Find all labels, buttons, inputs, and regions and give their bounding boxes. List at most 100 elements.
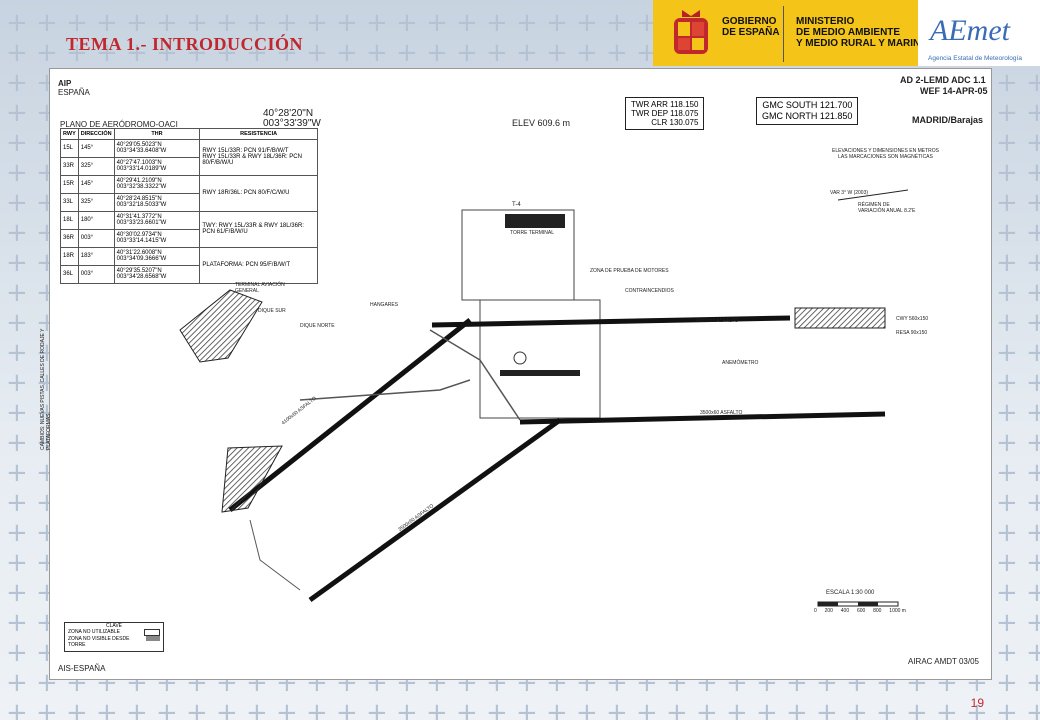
windsock-icon: [513, 351, 527, 365]
scale-tick-2: 400: [840, 608, 850, 614]
plus-decoration: +: [6, 458, 28, 488]
wef-date: WEF 14-APR-05: [920, 86, 988, 96]
rwy-36l-surface: 4350x60 ASFALTO: [696, 318, 739, 324]
plus-decoration: +: [1026, 368, 1040, 398]
plus-decoration: +: [6, 578, 28, 608]
plus-decoration: +: [456, 38, 478, 68]
plus-decoration: +: [996, 668, 1018, 698]
plus-decoration: +: [6, 518, 28, 548]
gmc-south: GMC SOUTH 121.700: [762, 100, 853, 110]
plus-decoration: +: [1026, 68, 1040, 98]
plus-decoration: +: [216, 8, 238, 38]
plus-decoration: +: [636, 698, 658, 720]
plus-decoration: +: [336, 38, 358, 68]
plus-decoration: +: [126, 698, 148, 720]
plus-decoration: +: [186, 698, 208, 720]
gmc-north: GMC NORTH 121.850: [762, 111, 853, 121]
north-pier-label: DIQUE NORTE: [300, 323, 335, 329]
plus-decoration: +: [6, 38, 28, 68]
engine-test-label: ZONA DE PRUEBA DE MOTORES: [590, 268, 669, 274]
plus-decoration: +: [246, 698, 268, 720]
twr-dep: TWR DEP 118.075: [631, 109, 699, 118]
plus-decoration: +: [1026, 188, 1040, 218]
plus-decoration: +: [996, 578, 1018, 608]
anemometer-label: ANEMÓMETRO: [722, 360, 759, 366]
terminal-building: [500, 370, 580, 376]
plus-decoration: +: [1026, 218, 1040, 248]
resistance-cell: RWY 18R/36L: PCN 80/F/C/W/U: [199, 174, 318, 212]
plus-decoration: +: [1026, 608, 1040, 638]
divider: [783, 6, 784, 62]
plus-decoration: +: [1026, 638, 1040, 668]
plus-decoration: +: [1026, 278, 1040, 308]
plus-decoration: +: [246, 38, 268, 68]
plus-decoration: +: [66, 698, 88, 720]
plus-decoration: +: [516, 698, 538, 720]
plus-decoration: +: [1026, 248, 1040, 278]
plus-decoration: +: [276, 8, 298, 38]
plus-decoration: +: [636, 8, 658, 38]
plus-decoration: +: [6, 368, 28, 398]
plus-decoration: +: [546, 8, 568, 38]
approach-lighting-north: [794, 307, 886, 329]
plus-decoration: +: [546, 38, 568, 68]
plus-decoration: +: [456, 8, 478, 38]
t4-label: T-4: [512, 202, 521, 208]
latitude: 40°28'20"N: [263, 108, 314, 119]
resistance-cell: PLATAFORMA: PCN 95/F/B/W/T: [199, 246, 318, 285]
plus-decoration: +: [996, 398, 1018, 428]
plus-decoration: +: [636, 38, 658, 68]
plus-decoration: +: [276, 698, 298, 720]
plus-decoration: +: [786, 698, 808, 720]
legend-not-visible: ZONA NO VISIBLE DESDE TORRE: [68, 636, 130, 648]
plus-decoration: +: [216, 698, 238, 720]
plus-decoration: +: [876, 698, 898, 720]
chart-title: PLANO DE AERÓDROMO-OACI: [60, 120, 178, 129]
plus-decoration: +: [216, 38, 238, 68]
plus-decoration: +: [996, 68, 1018, 98]
plus-decoration: +: [6, 398, 28, 428]
plus-decoration: +: [6, 698, 28, 720]
ais-label: AIS-ESPAÑA: [58, 664, 106, 673]
plus-decoration: +: [6, 308, 28, 338]
plus-decoration: +: [6, 248, 28, 278]
plus-decoration: +: [306, 38, 328, 68]
plus-decoration: +: [1026, 458, 1040, 488]
plus-decoration: +: [126, 8, 148, 38]
main-apron: [479, 299, 601, 419]
approach-lighting-15l: [221, 445, 283, 513]
plus-decoration: +: [156, 8, 178, 38]
resistance-line: PLATAFORMA: PCN 95/F/B/W/T: [202, 262, 291, 269]
plus-decoration: +: [1026, 308, 1040, 338]
plus-decoration: +: [6, 638, 28, 668]
taxiway: [249, 519, 301, 591]
plus-decoration: +: [6, 98, 28, 128]
plus-decoration: +: [906, 698, 928, 720]
south-pier-label: DIQUE SUR: [258, 308, 286, 314]
plus-decoration: +: [1026, 158, 1040, 188]
plus-decoration: +: [996, 158, 1018, 188]
plus-decoration: +: [186, 8, 208, 38]
plus-decoration: +: [1026, 98, 1040, 128]
scale-bar-segment: [858, 602, 878, 606]
plus-decoration: +: [996, 458, 1018, 488]
plus-decoration: +: [726, 698, 748, 720]
plus-decoration: +: [1026, 488, 1040, 518]
plus-decoration: +: [186, 38, 208, 68]
twr-arr: TWR ARR 118.150: [631, 100, 699, 109]
plus-decoration: +: [456, 698, 478, 720]
plus-decoration: +: [6, 128, 28, 158]
slide-title: TEMA 1.- INTRODUCCIÓN: [66, 34, 304, 54]
plus-decoration: +: [36, 8, 58, 38]
plus-decoration: +: [996, 338, 1018, 368]
legend-title: CLAVE: [105, 623, 123, 629]
country-label: ESPAÑA: [58, 88, 90, 97]
plus-decoration: +: [396, 8, 418, 38]
plus-decoration: +: [6, 608, 28, 638]
plus-decoration: +: [996, 308, 1018, 338]
